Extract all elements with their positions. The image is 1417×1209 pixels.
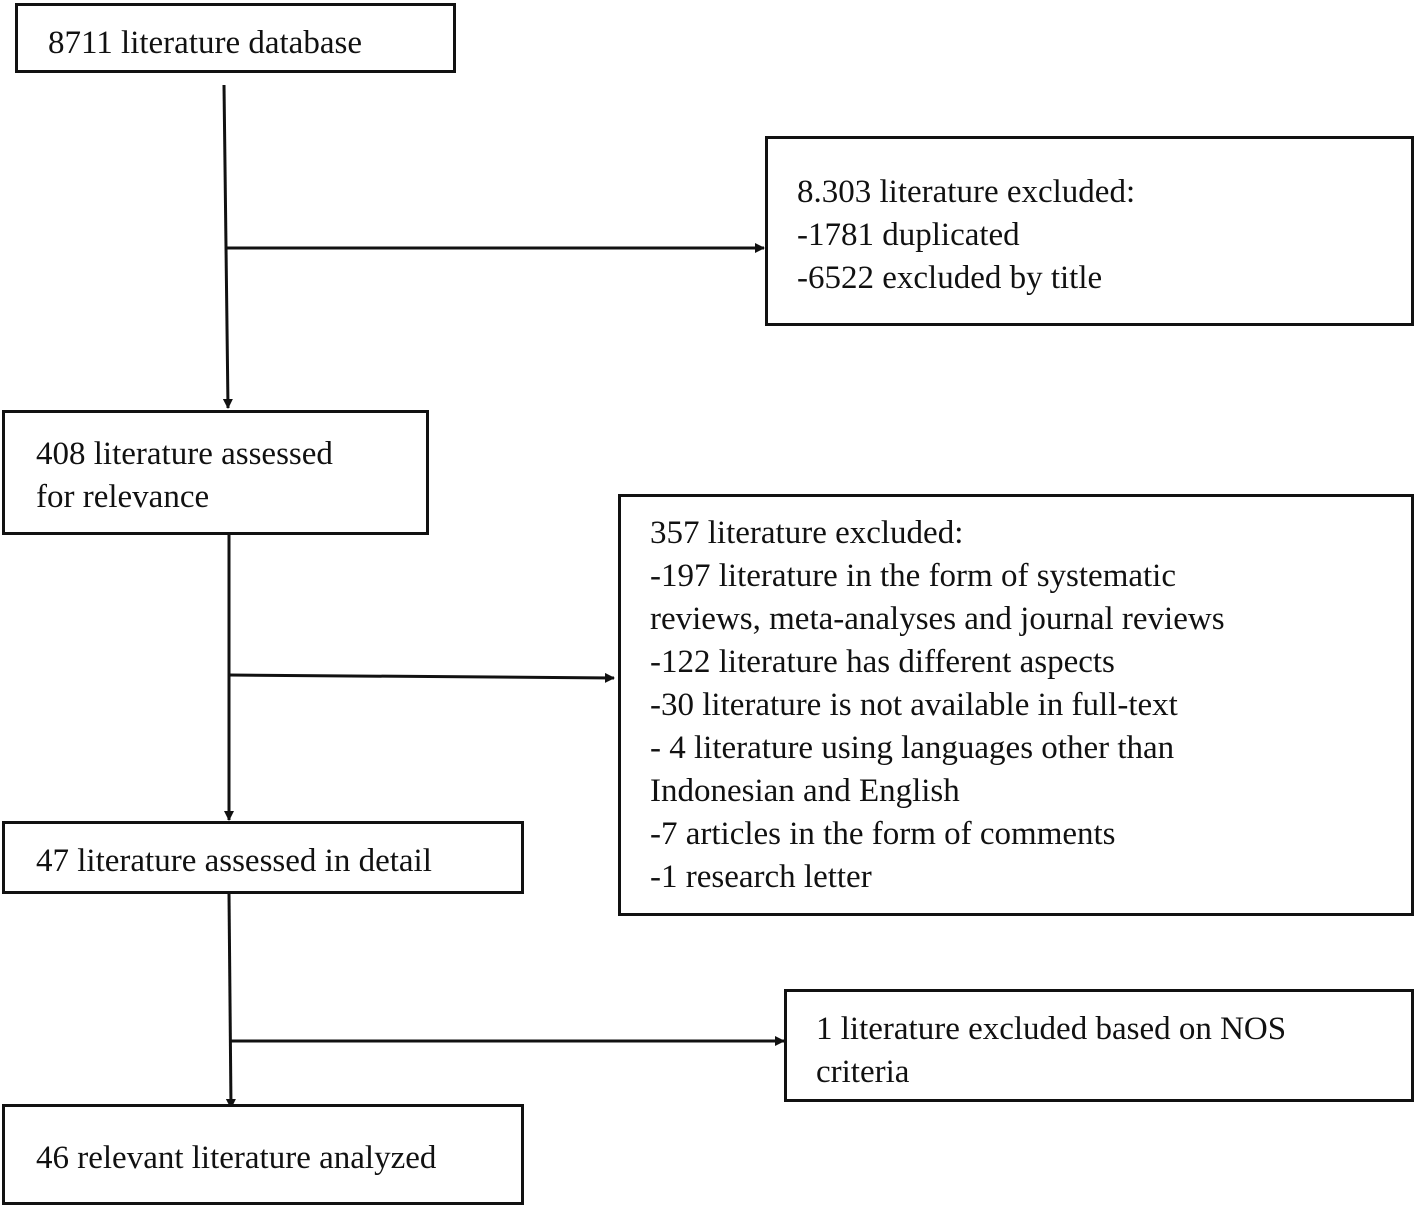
box-text-line: 1 literature excluded based on NOS xyxy=(816,1011,1287,1047)
box-text-line: -197 literature in the form of systemati… xyxy=(650,558,1177,594)
box-text-line: criteria xyxy=(816,1054,910,1090)
box-text-line: -30 literature is not available in full-… xyxy=(650,687,1178,723)
box-text-line: -6522 excluded by title xyxy=(797,260,1103,296)
box-excluded-nos-criteria: 1 literature excluded based on NOS crite… xyxy=(784,989,1414,1102)
box-literature-database: 8711 literature database xyxy=(15,3,456,73)
arrow-to-exclusion-2 xyxy=(228,672,615,683)
arrow-detail-to-analyzed xyxy=(225,893,236,1109)
box-assessed-in-detail: 47 literature assessed in detail xyxy=(2,821,524,894)
box-text-line: 47 literature assessed in detail xyxy=(36,843,432,879)
box-excluded-by-title: 8.303 literature excluded: -1781 duplica… xyxy=(765,136,1414,326)
box-text-line: 8711 literature database xyxy=(48,25,362,61)
box-text-line: -122 literature has different aspects xyxy=(650,644,1115,680)
box-text-line: reviews, meta-analyses and journal revie… xyxy=(650,601,1225,637)
box-text-line: -1 research letter xyxy=(650,859,872,895)
box-text-line: - 4 literature using languages other tha… xyxy=(650,730,1175,766)
box-excluded-relevance: 357 literature excluded: -197 literature… xyxy=(618,494,1414,916)
box-relevant-analyzed: 46 relevant literature analyzed xyxy=(2,1104,524,1205)
box-text-line: 46 relevant literature analyzed xyxy=(36,1140,437,1176)
box-text-line: -1781 duplicated xyxy=(797,217,1020,253)
box-text-line: 408 literature assessed xyxy=(36,436,333,472)
box-text-line: Indonesian and English xyxy=(650,773,960,809)
box-text-line: 8.303 literature excluded: xyxy=(797,174,1136,210)
box-text-line: 357 literature excluded: xyxy=(650,515,964,551)
box-text-line: for relevance xyxy=(36,479,210,515)
box-text-line: -7 articles in the form of comments xyxy=(650,816,1116,852)
box-assessed-for-relevance: 408 literature assessed for relevance xyxy=(2,410,429,535)
